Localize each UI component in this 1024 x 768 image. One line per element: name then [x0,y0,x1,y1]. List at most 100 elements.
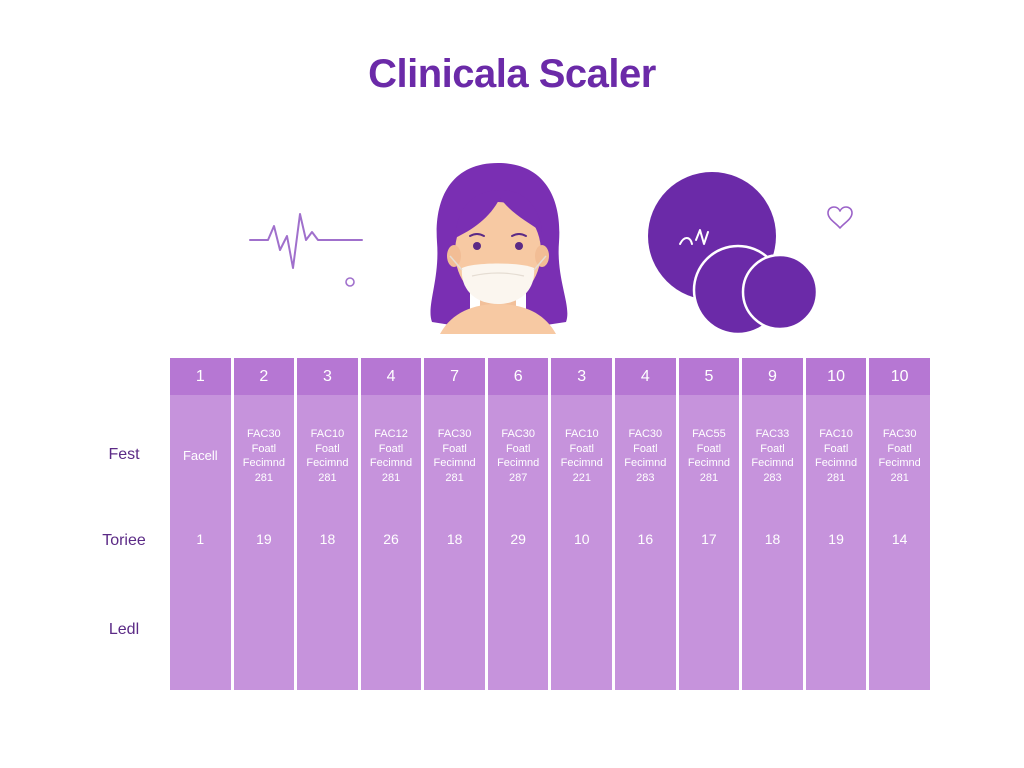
small-circle-icon [345,277,355,287]
cell-text-line: FAC55 [692,428,726,440]
cell-text-line: 283 [636,471,655,484]
cell-text-line: 281 [318,471,337,484]
heart-icon [827,206,853,229]
cell-text-line: Foatl [378,442,404,455]
cell-value: 29 [510,531,526,547]
cell-text-line: Foatl [823,442,849,455]
cell-text-line: Foatl [251,442,277,455]
column-header: 4 [615,358,676,395]
cell-text-line: FAC30 [501,428,535,440]
illustration-area [249,163,853,336]
cell-text-line: Foatl [442,442,467,455]
cell-value: 18 [764,531,781,547]
cell-text-line: Foatl [760,442,785,455]
column-header: 2 [233,358,295,395]
cell-text-line: Fecimnd [624,457,667,469]
cell-text-line: FAC10 [310,428,345,440]
cell-text-line: 281 [699,471,719,484]
cell-text: Facell [170,449,231,464]
cell-text-line: FAC30 [628,428,663,440]
column-header: 10 [869,358,930,395]
cell-text-line: FAC10 [564,428,599,440]
column-header: 6 [487,358,549,395]
cell-text-line: FAC10 [819,428,853,440]
cell-text-line: 281 [890,471,909,484]
cell-value: 1 [196,531,205,547]
cell-value: 14 [891,531,908,547]
heartbeat-line-icon [249,213,363,269]
cell-text-line: 281 [826,471,846,484]
cell-text-line: Facell [182,449,218,463]
cell-text-line: Fecimnd [433,457,476,469]
cell-text-line: FAC33 [755,428,790,440]
column-header: 3 [551,358,613,395]
cell-text-line: Foatl [569,442,594,455]
cell-value: 18 [319,531,336,547]
column-header: 3 [297,358,358,395]
column-header: 10 [805,358,867,395]
cell-text-line: Foatl [315,442,340,455]
cell-text-line: Foatl [696,442,722,455]
cell-text-line: FAC30 [437,428,472,440]
cell-text-line: 283 [763,471,782,484]
cell-text-line: FAC30 [882,428,917,440]
row-label-toriee: Toriee [102,532,146,549]
column-header: 5 [678,358,740,395]
cell-text-line: Fecimnd [242,457,285,469]
cell-text-line: Foatl [505,442,531,455]
cell-text-line: 287 [509,471,528,484]
cell-text-line: Fecimnd [306,457,349,469]
masked-woman-icon [430,163,568,334]
cell-text-line: 281 [445,471,464,484]
cell-text-line: Fecimnd [751,457,794,469]
cell-text-line: Fecimnd [814,457,858,469]
column-body: Facell 1 [170,395,231,690]
column-header: 9 [742,358,803,395]
cell-value: 18 [446,531,463,547]
row-label-ledl: Ledl [108,621,140,638]
cell-text-line: 281 [254,471,274,484]
cell-value: 17 [701,531,717,547]
overlapping-circles-icon [648,172,819,336]
cell-value: 19 [256,531,272,547]
cell-value: 19 [828,531,844,547]
cell-text-line: Fecimnd [560,457,603,469]
cell-text-line: Fecimnd [369,457,413,469]
cell-text-line: FAC30 [247,428,281,440]
cell-text-line: 281 [381,471,401,484]
cell-value: 10 [573,531,590,547]
column-header: 4 [360,358,422,395]
cell-text-line: Fecimnd [497,457,540,469]
cell-text-line: Foatl [887,442,912,455]
cell-text-line: Fecimnd [878,457,921,469]
